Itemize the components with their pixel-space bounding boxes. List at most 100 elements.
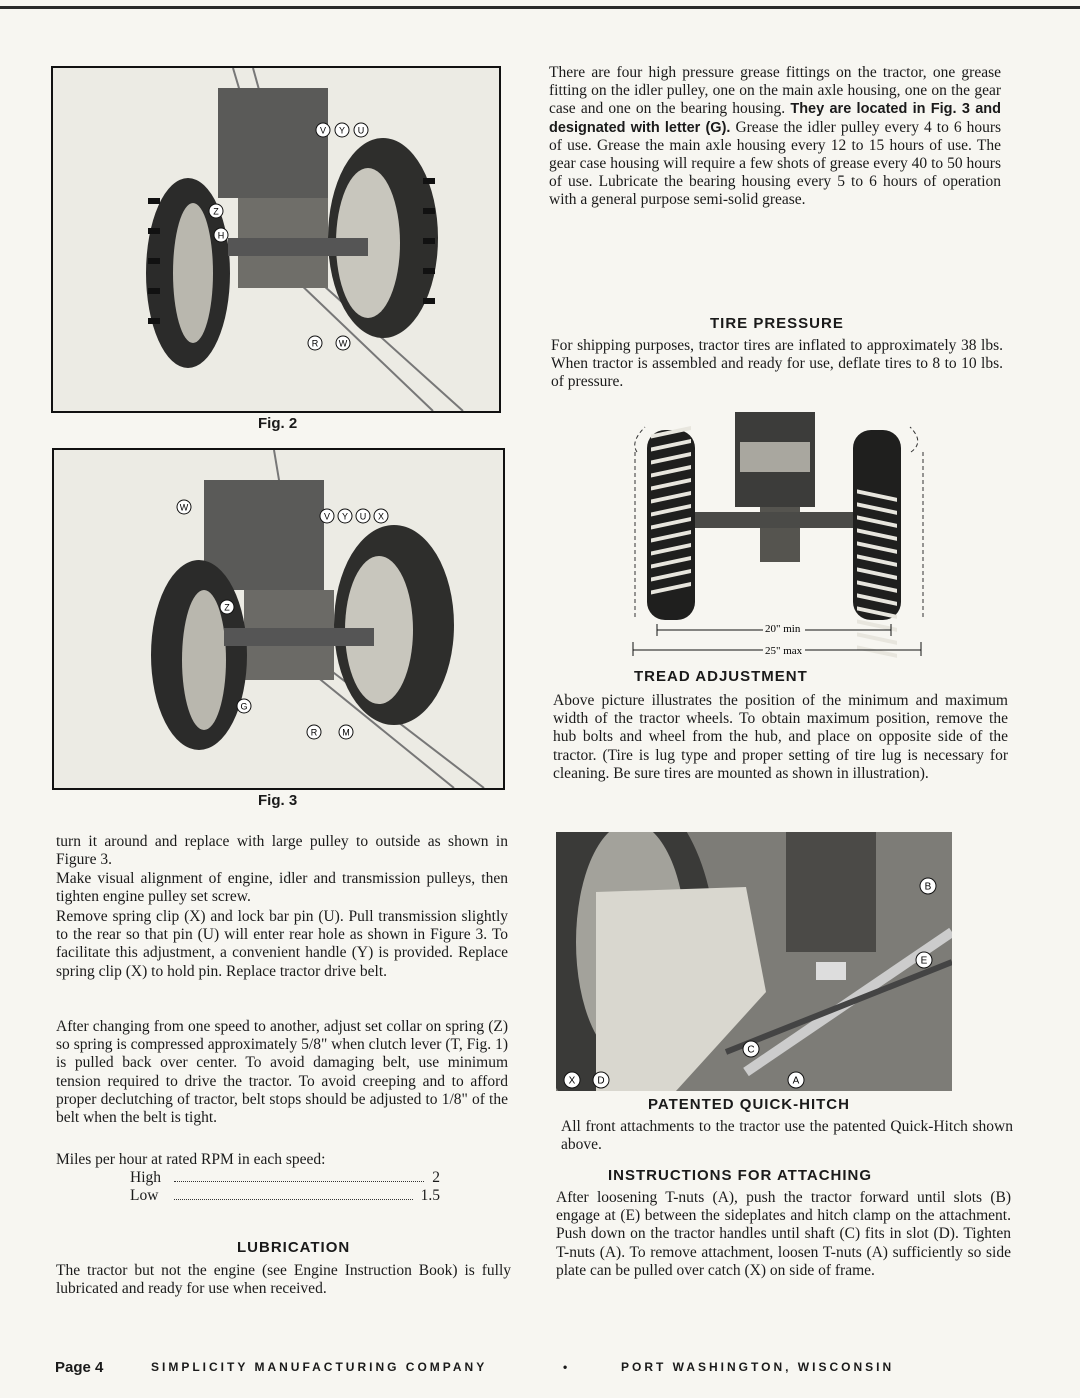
callout-label: U — [358, 126, 365, 136]
callout-label: M — [342, 728, 350, 738]
callout-circle — [236, 698, 252, 714]
tire-lug — [651, 425, 691, 439]
tire-lug — [651, 438, 691, 452]
tire-lug — [651, 542, 691, 556]
figure-3-photo: W V Y U X Z G R M — [52, 448, 505, 790]
tire-lug — [651, 503, 691, 517]
speed-row-low: Low 1.5 — [130, 1187, 440, 1205]
callout-circle — [176, 499, 192, 515]
tire-lug — [857, 619, 897, 632]
callout-label: W — [180, 503, 189, 513]
speed-label: Low — [130, 1187, 159, 1204]
callout-circle — [306, 724, 322, 740]
tire-lug — [651, 490, 691, 504]
callout-circle — [319, 508, 335, 524]
speed-row-high: High 2 — [130, 1169, 440, 1187]
callout-label: B — [925, 882, 932, 893]
callout-label: A — [793, 1076, 800, 1087]
callout-circle — [334, 122, 350, 138]
figure-2-photo: V Y U Z H R W — [51, 66, 501, 413]
tread-adjustment-text: Above picture illustrates the position o… — [553, 692, 1008, 782]
speed-value: 1.5 — [420, 1187, 440, 1204]
callout-label: V — [324, 512, 330, 522]
tractor-illustration-fig3: W V Y U X Z G R M — [54, 450, 503, 788]
grease-text-a: There are four high pressure grease fitt… — [549, 64, 1001, 118]
tire-lug — [857, 580, 897, 593]
tire-lug — [857, 489, 897, 502]
tire-lug — [651, 555, 691, 569]
tire-lug — [857, 593, 897, 606]
tire-pressure-text: For shipping purposes, tractor tires are… — [551, 337, 1003, 391]
speed-value: 2 — [432, 1169, 440, 1186]
speeds-intro: Miles per hour at rated RPM in each spee… — [56, 1151, 326, 1168]
tire-lug — [651, 581, 691, 595]
tire-lug — [857, 502, 897, 515]
callout-label: X — [569, 1076, 576, 1087]
top-rule — [0, 6, 1080, 9]
quick-hitch-text: All front attachments to the tractor use… — [561, 1118, 1013, 1154]
callout-circle — [787, 1071, 805, 1089]
callout-circle — [208, 203, 224, 219]
callout-circle — [213, 227, 229, 243]
page-number: Page 4 — [55, 1359, 104, 1376]
callout-circle — [592, 1071, 610, 1089]
footer-location: PORT WASHINGTON, WISCONSIN — [621, 1360, 895, 1374]
quick-hitch-heading: PATENTED QUICK-HITCH — [648, 1096, 850, 1113]
left-paragraph-4: After changing from one speed to another… — [56, 1018, 508, 1127]
tractor-illustration-fig2: V Y U Z H R W — [53, 68, 499, 411]
callout-label: Z — [213, 207, 219, 217]
callout-label: U — [360, 512, 367, 522]
left-tire — [647, 425, 695, 620]
callout-circle — [307, 335, 323, 351]
callout-circle — [337, 508, 353, 524]
left-paragraph-2: Make visual alignment of engine, idler a… — [56, 870, 508, 906]
dot-leader — [174, 1187, 413, 1200]
dot-leader — [174, 1169, 425, 1182]
callout-circle — [563, 1071, 581, 1089]
callout-label: V — [320, 126, 326, 136]
tire-lug — [651, 516, 691, 530]
callout-circle — [373, 508, 389, 524]
attaching-text: After loosening T-nuts (A), push the tra… — [556, 1189, 1011, 1279]
tire-lug — [651, 477, 691, 491]
tread-adjustment-heading: TREAD ADJUSTMENT — [634, 668, 808, 685]
callout-circle — [915, 951, 933, 969]
callout-label: G — [240, 702, 247, 712]
callout-circle — [335, 335, 351, 351]
callout-label: W — [339, 339, 348, 349]
callout-circle — [338, 724, 354, 740]
callout-label: D — [597, 1076, 604, 1087]
callout-circle — [355, 508, 371, 524]
tread-diagram: 20" min 25" max — [625, 402, 930, 658]
attaching-heading: INSTRUCTIONS FOR ATTACHING — [608, 1167, 873, 1184]
quick-hitch-photo: B E C X D A — [556, 832, 952, 1091]
footer-company: SIMPLICITY MANUFACTURING COMPANY — [151, 1360, 488, 1374]
callout-label: H — [218, 231, 225, 241]
tire-lug — [857, 528, 897, 541]
left-paragraph-3: Remove spring clip (X) and lock bar pin … — [56, 908, 508, 980]
callout-label: Y — [342, 512, 348, 522]
min-width-label: 20" min — [765, 623, 801, 635]
tire-lug — [857, 567, 897, 580]
callout-label: Z — [224, 603, 230, 613]
tire-lug — [651, 568, 691, 582]
tire-lug — [857, 645, 897, 658]
figure-3-caption: Fig. 3 — [258, 792, 298, 809]
callout-circle — [219, 599, 235, 615]
max-width-label: 25" max — [765, 645, 803, 657]
callout-label: Y — [339, 126, 345, 136]
tire-lug — [857, 541, 897, 554]
callout-circle — [315, 122, 331, 138]
lubrication-heading: LUBRICATION — [237, 1239, 351, 1256]
callout-label: R — [312, 339, 319, 349]
callout-label: C — [747, 1045, 754, 1056]
grease-bold-text: They are located in Fig. 3 and designate… — [549, 101, 1002, 136]
tire-pressure-heading: TIRE PRESSURE — [710, 315, 844, 332]
tire-lug — [651, 529, 691, 543]
callout-label: X — [378, 512, 384, 522]
callout-circle — [919, 877, 937, 895]
callout-label: R — [311, 728, 318, 738]
lubrication-text: The tractor but not the engine (see Engi… — [56, 1262, 511, 1298]
callout-label: E — [921, 956, 928, 967]
figure-2-caption: Fig. 2 — [258, 415, 298, 432]
